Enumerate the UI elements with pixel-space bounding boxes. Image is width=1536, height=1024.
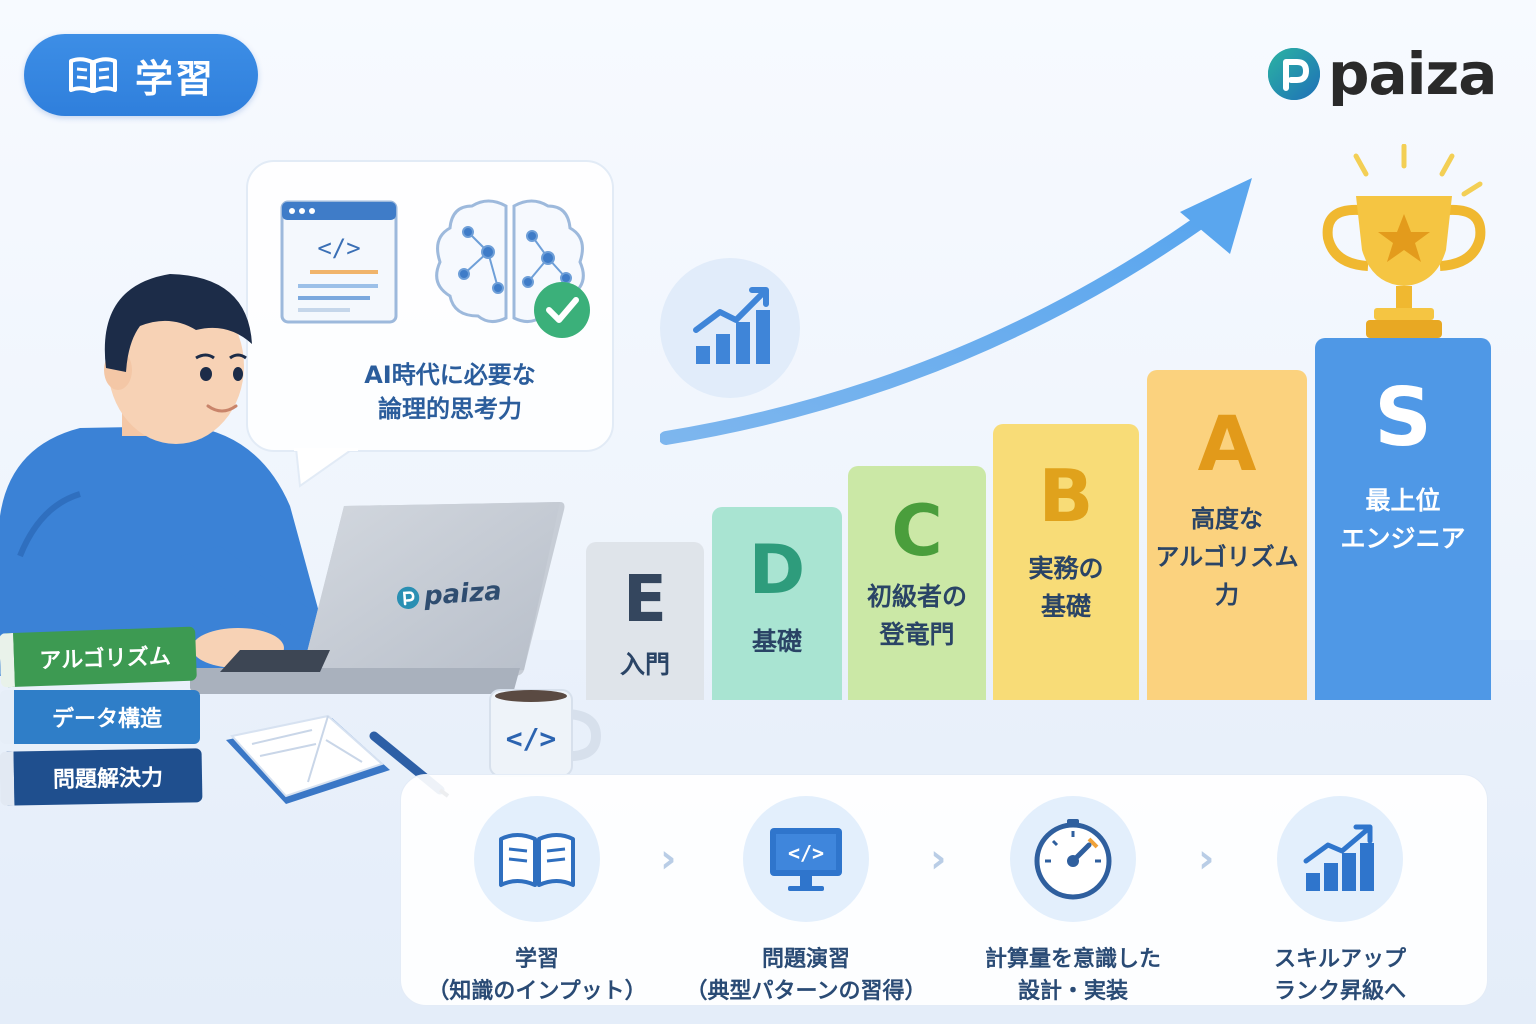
growth-chart-icon xyxy=(1303,824,1374,891)
rank-step-c: C 初級者の 登竜門 xyxy=(848,466,986,700)
notebook-pen xyxy=(226,714,450,804)
rank-label-a: 高度な アルゴリズム力 xyxy=(1155,505,1299,609)
brain-network-icon xyxy=(435,199,590,338)
book-data-structure: データ構造 xyxy=(0,690,200,744)
speedometer-icon xyxy=(1034,819,1112,900)
laptop-brand-text: paiza xyxy=(423,576,503,612)
flow-step-practice: </> 問題演習 （典型パターンの習得） xyxy=(676,796,936,1008)
flow-text-design: 計算量を意識した 設計・実装 xyxy=(984,947,1161,1004)
rank-step-d: D 基礎 xyxy=(712,507,842,700)
paiza-p-icon xyxy=(1268,48,1320,100)
flow-circle-learn xyxy=(474,796,600,922)
flow-step-skillup: スキルアップ ランク昇級へ xyxy=(1210,796,1470,1008)
laptop xyxy=(190,502,565,694)
growth-arrow xyxy=(660,178,1252,445)
flow-text-skillup: スキルアップ ランク昇級へ xyxy=(1273,947,1406,1004)
rank-letter-c: C xyxy=(891,490,943,572)
person-illustration xyxy=(0,274,320,676)
svg-text:</>: </> xyxy=(788,841,824,865)
paiza-logo: paiza xyxy=(1266,40,1497,108)
rank-letter-e: E xyxy=(623,563,667,637)
rank-label-d: 基礎 xyxy=(751,627,802,656)
book-algorithm-label: アルゴリズム xyxy=(39,644,172,675)
rank-letter-d: D xyxy=(748,531,806,610)
badge-label: 学習 xyxy=(134,56,215,101)
rank-step-b: B 実務の 基礎 xyxy=(993,424,1139,700)
laptop-brand: paiza xyxy=(395,576,503,613)
bubble-caption: AI時代に必要な 論理的思考力 xyxy=(300,358,600,426)
rank-label-e: 入門 xyxy=(619,650,670,679)
logo-text: paiza xyxy=(1328,40,1497,108)
rank-label-s: 最上位 エンジニア xyxy=(1340,486,1466,553)
chevron-right-icon: › xyxy=(660,836,677,882)
bubble-line-2: 論理的思考力 xyxy=(378,395,522,423)
flow-text-practice: 問題演習 （典型パターンの習得） xyxy=(685,947,927,1004)
bubble-line-1: AI時代に必要な xyxy=(364,361,536,389)
svg-text:</>: </> xyxy=(317,234,360,262)
rank-letter-s: S xyxy=(1374,371,1432,464)
rank-label-b: 実務の 基礎 xyxy=(1028,554,1104,621)
rank-step-s: S 最上位 エンジニア xyxy=(1315,338,1491,700)
code-window-icon: </> xyxy=(280,200,398,324)
flow-circle-practice: </> xyxy=(743,796,869,922)
book-problem-solving-label: 問題解決力 xyxy=(52,765,164,793)
paiza-p-small-icon xyxy=(396,586,420,609)
trophy-icon xyxy=(1322,144,1486,338)
monitor-code-icon: </> xyxy=(770,828,842,891)
flow-circle-skillup xyxy=(1277,796,1403,922)
bubble-tail xyxy=(294,448,358,488)
growth-chart-circle-icon xyxy=(660,258,800,398)
open-book-icon xyxy=(499,833,575,887)
rank-step-e: E 入門 xyxy=(586,542,704,700)
book-stack: アルゴリズム データ構造 問題解決力 xyxy=(0,626,205,806)
rank-step-a: A 高度な アルゴリズム力 xyxy=(1147,370,1307,700)
book-problem-solving: 問題解決力 xyxy=(0,748,203,806)
flow-circle-design xyxy=(1010,796,1136,922)
rank-letter-a: A xyxy=(1197,399,1257,488)
flow-step-design: 計算量を意識した 設計・実装 xyxy=(943,796,1203,1008)
book-data-structure-label: データ構造 xyxy=(51,707,162,732)
rank-label-c: 初級者の 登竜門 xyxy=(866,582,967,649)
book-algorithm: アルゴリズム xyxy=(0,626,197,688)
flow-step-learn: 学習 （知識のインプット） xyxy=(407,796,667,1008)
book-icon xyxy=(68,57,117,93)
code-brackets-icon: </> xyxy=(506,722,557,755)
chevron-right-icon: › xyxy=(1198,836,1215,882)
chevron-right-icon: › xyxy=(930,836,947,882)
mug: </> xyxy=(489,689,602,777)
rank-letter-b: B xyxy=(1038,454,1094,538)
flow-text-learn: 学習 （知識のインプット） xyxy=(427,947,647,1004)
learning-badge: 学習 xyxy=(24,34,258,116)
